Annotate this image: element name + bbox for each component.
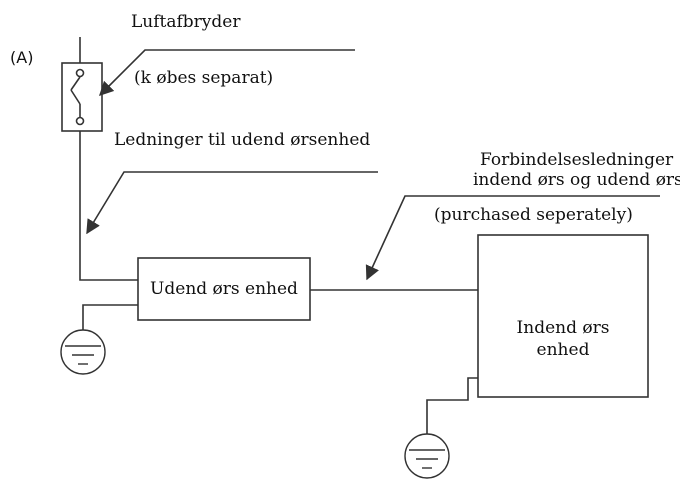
connection-label-line1: Forbindelsesledninger (480, 150, 674, 170)
outdoor-unit-box (137, 257, 311, 321)
connection-label-line2: indend ørs og udend ørs (473, 170, 680, 190)
outdoor-feed-wire (79, 131, 138, 281)
breaker-leader-arrow (98, 49, 355, 97)
indoor-unit-box (477, 234, 649, 398)
indoor-unit-label-line1: Indend ørs (516, 318, 610, 338)
ground-icon (404, 433, 450, 479)
breaker-box (61, 62, 103, 132)
outdoor-wire-leader-arrow (86, 171, 378, 235)
outdoor-wires-label: Ledninger til udend ørsenhed (114, 130, 371, 150)
indoor-ground-wire (426, 377, 478, 434)
outdoor-unit-label: Udend ørs enhed (150, 279, 298, 299)
breaker-switch-icon (70, 68, 85, 126)
connection-note: (purchased seperately) (434, 205, 633, 225)
breaker-label: Luftafbryder (131, 12, 241, 32)
outdoor-ground-wire (82, 304, 138, 330)
breaker-note: (k øbes separat) (134, 68, 274, 88)
indoor-unit-label-line2: enhed (536, 340, 590, 360)
ground-icon (60, 329, 106, 375)
interconnect-leader-arrow (365, 195, 660, 281)
panel-marker: (A) (10, 48, 34, 67)
